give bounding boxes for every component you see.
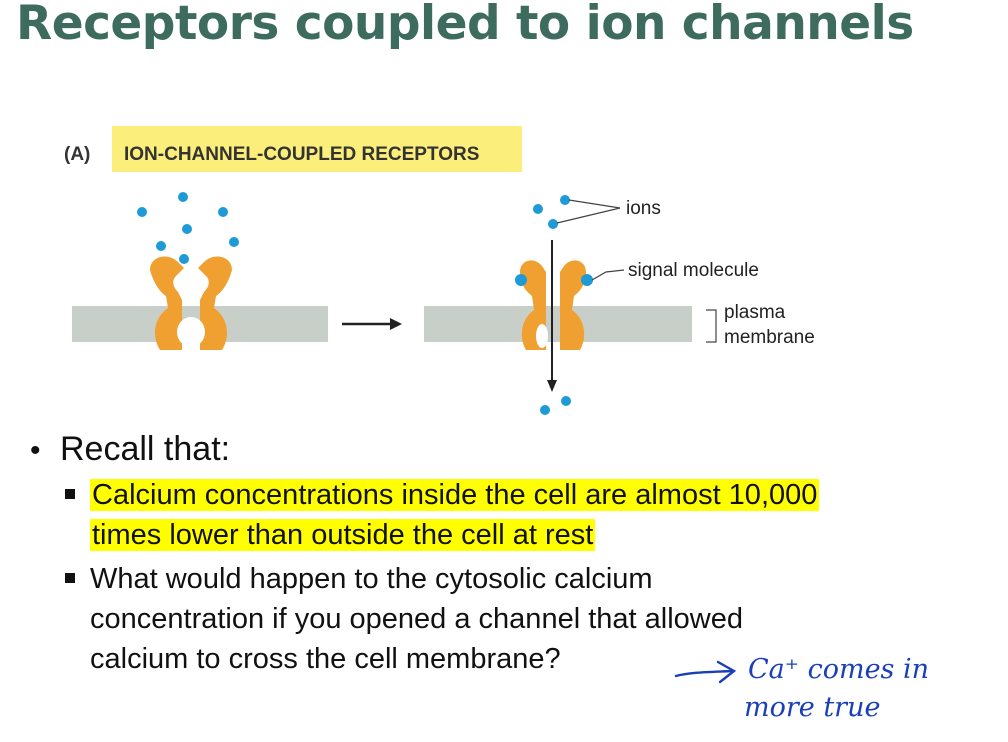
ion-flow-arrow <box>547 240 557 392</box>
square-bullet <box>65 573 75 583</box>
question-line3: calcium to cross the cell membrane? <box>90 643 561 675</box>
callout-lines <box>556 199 717 343</box>
bullet-dot: • <box>30 434 41 467</box>
receptor-closed <box>150 256 232 350</box>
highlighted-text-line2: times lower than outside the cell at res… <box>90 519 596 551</box>
panel-title-highlight <box>112 126 522 172</box>
transition-arrow <box>342 318 402 330</box>
sub-bullet-calcium-fact: Calcium concentrations inside the cell a… <box>65 475 1000 555</box>
sub-bullet-question: What would happen to the cytosolic calci… <box>65 559 1000 679</box>
receptor-open <box>520 260 586 350</box>
slide-title: Receptors coupled to ion channels <box>16 0 914 51</box>
ions-inside-right <box>540 396 571 415</box>
panel-title: ION-CHANNEL-COUPLED RECEPTORS <box>124 144 479 165</box>
bullet-recall: • Recall that: <box>30 430 1000 469</box>
question-line2: concentration if you opened a channel th… <box>90 603 743 635</box>
membrane-label: membrane <box>724 327 815 348</box>
bullet-list: • Recall that: Calcium concentrations in… <box>30 430 1000 679</box>
ions-outside-left <box>137 192 239 264</box>
signal-molecule-bound-right <box>581 274 593 286</box>
square-bullet <box>65 489 75 499</box>
signal-molecule-bound-left <box>515 274 527 286</box>
ions-label: ions <box>626 198 661 219</box>
panel-letter: (A) <box>64 144 90 165</box>
highlighted-text-line1: Calcium concentrations inside the cell a… <box>90 479 820 511</box>
ions-outside-right <box>533 195 570 229</box>
question-line1: What would happen to the cytosolic calci… <box>90 563 653 595</box>
plasma-membrane-right <box>424 306 692 342</box>
bullet-recall-text: Recall that: <box>60 430 231 468</box>
plasma-label: plasma <box>724 302 786 323</box>
signal-molecule-label: signal molecule <box>628 260 759 281</box>
